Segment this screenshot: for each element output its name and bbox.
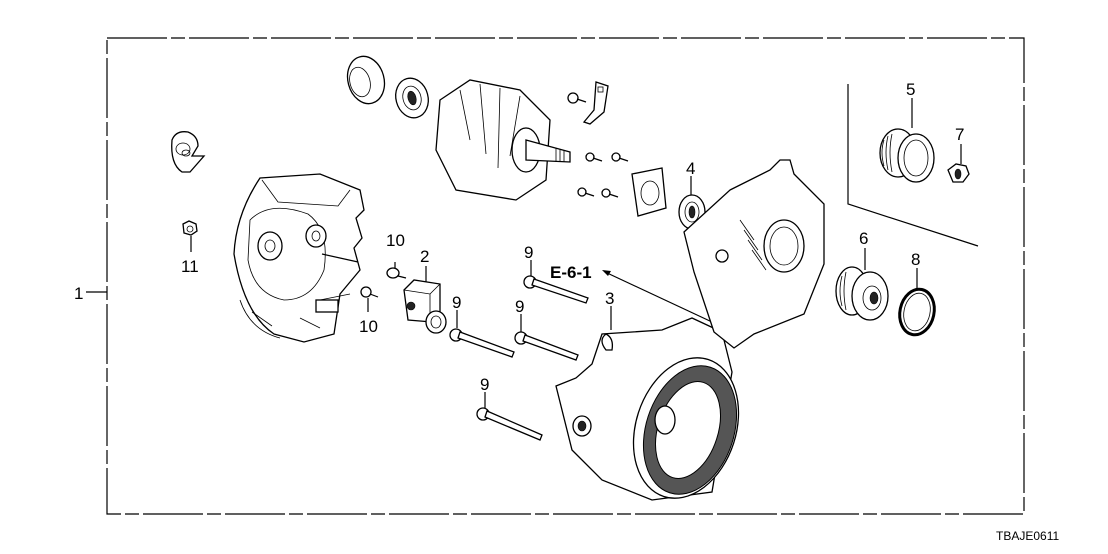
callout-5-label: 5 [906, 80, 915, 99]
through-bolt-9b[interactable]: 9 [523, 243, 589, 304]
reference-label: E-6-1 [550, 263, 592, 282]
terminal-bracket[interactable] [582, 81, 609, 125]
rear-bearing[interactable] [391, 75, 432, 122]
reference-e-6-1[interactable]: E-6-1 [550, 263, 713, 323]
callout-11-label: 11 [181, 257, 199, 276]
assembly-frame [106, 37, 1025, 515]
bearing-retainer-cup[interactable] [342, 52, 389, 108]
callout-7-label: 7 [955, 125, 964, 144]
through-bolt-9a[interactable]: 9 [449, 293, 515, 358]
callout-1-label: 1 [74, 284, 83, 303]
bracket-screw[interactable] [567, 92, 587, 104]
pulley-subgroup-frame [847, 84, 979, 247]
through-bolt-9d[interactable]: 9 [476, 375, 543, 441]
terminal-bolt-10b[interactable]: 10 [359, 286, 379, 336]
o-ring-8[interactable]: 8 [896, 250, 939, 338]
callout-4-label: 4 [686, 159, 695, 178]
brush-holder-2[interactable]: 2 [403, 247, 447, 334]
terminal-bolt-10a[interactable]: 10 [386, 231, 407, 279]
bearing-retainer-plate[interactable] [631, 167, 667, 217]
rotor[interactable] [435, 79, 571, 201]
arrow-head-icon [602, 270, 611, 276]
rectifier-screws[interactable] [577, 152, 629, 198]
callout-10a-label: 10 [386, 231, 405, 250]
callout-1[interactable]: 1 [74, 284, 107, 303]
terminal-cover[interactable] [171, 131, 206, 173]
callout-9c-label: 9 [515, 297, 524, 316]
diagram-code: TBAJE0611 [996, 529, 1059, 543]
callout-9d-label: 9 [480, 375, 489, 394]
callout-9b-label: 9 [524, 243, 533, 262]
callout-9a-label: 9 [452, 293, 461, 312]
rear-cover[interactable] [233, 173, 365, 343]
callout-2-label: 2 [420, 247, 429, 266]
through-bolt-9c[interactable]: 9 [514, 297, 579, 361]
callout-8-label: 8 [911, 250, 920, 269]
nut-7[interactable]: 7 [947, 125, 970, 183]
clutch-pulley-6[interactable]: 6 [835, 229, 889, 321]
callout-3-label: 3 [605, 289, 614, 308]
terminal-nut-11[interactable]: 11 [181, 220, 199, 276]
stator-housing-3[interactable]: 3 [555, 289, 756, 512]
pulley-5[interactable]: 5 [879, 80, 935, 183]
drive-end-frame[interactable] [683, 159, 825, 349]
callout-10b-label: 10 [359, 317, 378, 336]
callout-6-label: 6 [859, 229, 868, 248]
